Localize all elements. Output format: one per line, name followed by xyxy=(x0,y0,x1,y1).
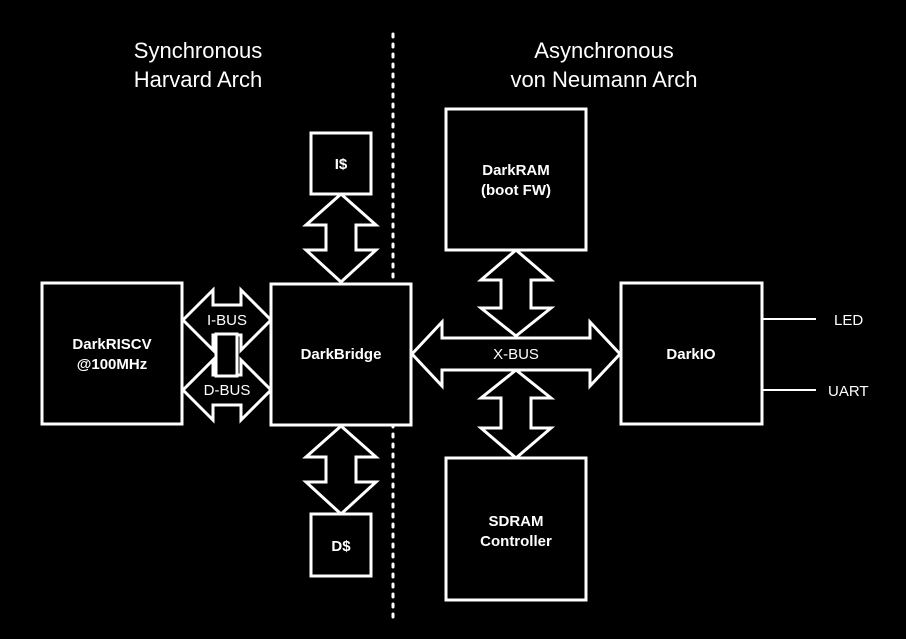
icache-arrow xyxy=(302,191,380,285)
icache-label: I$ xyxy=(335,156,348,173)
darkram-block xyxy=(444,107,588,252)
dcache-label: D$ xyxy=(331,538,351,555)
darkbridge-label: DarkBridge xyxy=(301,346,382,363)
darkio-label: DarkIO xyxy=(666,346,716,363)
ibus-label: I-BUS xyxy=(207,312,247,329)
led-label: LED xyxy=(834,312,863,329)
darkriscv-block xyxy=(40,281,184,426)
heading-von-neumann-arch: von Neumann Arch xyxy=(510,67,697,92)
darkriscv-label: DarkRISCV xyxy=(72,336,151,353)
sdram-arrow xyxy=(476,368,556,460)
darkio-block xyxy=(619,281,764,426)
sdram-controller-block xyxy=(444,456,588,602)
sdram-label: SDRAM xyxy=(489,513,544,530)
darkbridge-block xyxy=(269,282,413,427)
uart-label: UART xyxy=(828,383,869,400)
icache-block xyxy=(309,131,373,196)
heading-harvard-arch: Harvard Arch xyxy=(134,67,262,92)
dcache-arrow xyxy=(302,423,380,517)
darkriscv-clock-label: @100MHz xyxy=(77,356,147,373)
bus-separator xyxy=(214,332,239,378)
xbus-label: X-BUS xyxy=(493,346,539,363)
darkram-boot-label: (boot FW) xyxy=(481,182,551,199)
heading-synchronous: Synchronous xyxy=(134,38,262,63)
darkram-label: DarkRAM xyxy=(482,162,550,179)
dcache-block xyxy=(309,512,373,578)
sdram-controller-label: Controller xyxy=(480,533,552,550)
heading-asynchronous: Asynchronous xyxy=(534,38,673,63)
dbus-label: D-BUS xyxy=(204,382,251,399)
darkram-arrow xyxy=(476,248,556,338)
